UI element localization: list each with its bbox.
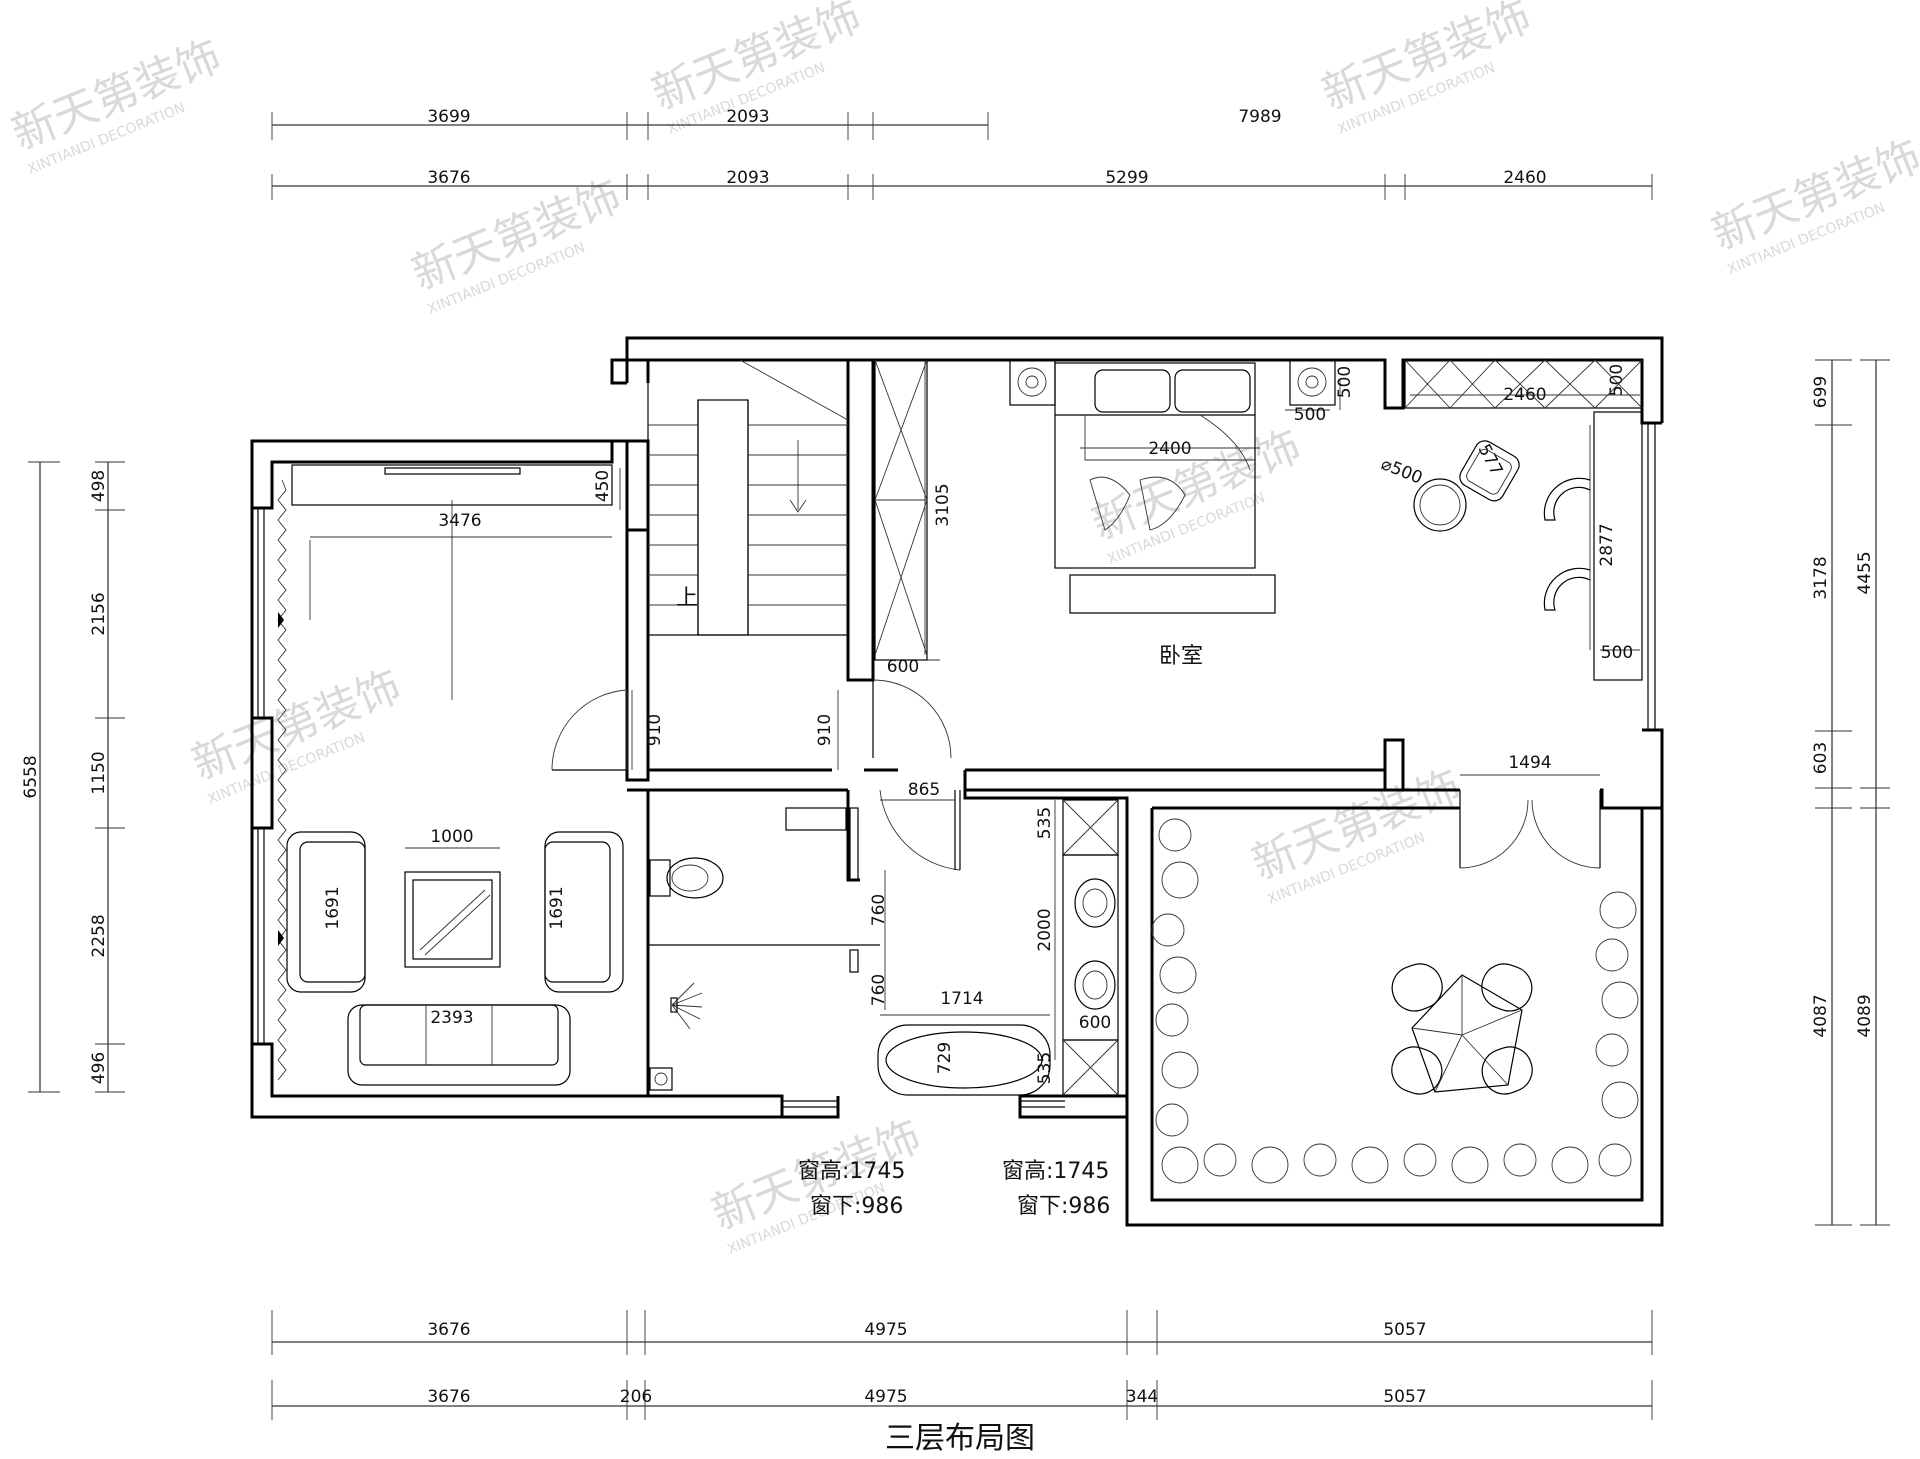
dim-label: 2093 <box>726 107 769 127</box>
dim-label: 206 <box>620 1387 652 1407</box>
wardrobe <box>874 359 928 661</box>
dim-label: 2000 <box>1035 908 1055 951</box>
dim-label: 729 <box>935 1042 955 1074</box>
top-dimensions: 3699 2093 7989 3676 2093 5299 2460 <box>271 107 1653 200</box>
dim-label: 1691 <box>547 886 567 929</box>
window-height-note: 窗高:1745 <box>798 1159 905 1184</box>
dim-label: 760 <box>869 974 889 1006</box>
dim-label: 2400 <box>1148 439 1191 459</box>
dim-label: 6558 <box>21 755 41 798</box>
dim-label: 4455 <box>1855 551 1875 594</box>
balcony-plants <box>1151 818 1639 1184</box>
dim-label: 1150 <box>89 751 109 794</box>
dim-label: 3676 <box>427 1387 470 1407</box>
dim-label: 5299 <box>1105 168 1148 188</box>
bed <box>1054 362 1276 614</box>
dim-label: 3178 <box>1811 556 1831 599</box>
dim-label: 2393 <box>430 1008 473 1028</box>
window-sill-note: 窗下:986 <box>1017 1194 1110 1219</box>
bathroom <box>648 799 1119 1096</box>
dim-label: 500 <box>1607 364 1627 396</box>
dim-label: 2258 <box>89 914 109 957</box>
dim-label: 498 <box>89 470 109 502</box>
dim-label: 496 <box>89 1052 109 1084</box>
dim-label: 3676 <box>427 168 470 188</box>
dim-label: 5057 <box>1383 1320 1426 1340</box>
window-height-note: 窗高:1745 <box>1002 1159 1109 1184</box>
nightstands <box>1009 359 1336 406</box>
patio-set <box>1391 963 1533 1095</box>
dim-label: 600 <box>887 657 919 677</box>
bottom-dimensions: 3676 4975 5057 3676 206 4975 344 5057 <box>271 1310 1653 1420</box>
wall-hooks <box>1543 477 1591 611</box>
doors <box>551 679 1601 871</box>
dim-label: 5057 <box>1383 1387 1426 1407</box>
dim-label: 2460 <box>1503 168 1546 188</box>
dim-label: 3699 <box>427 107 470 127</box>
interior-dims <box>310 360 1640 1060</box>
reading-chair <box>1413 440 1520 532</box>
dim-label: 535 <box>1035 807 1055 839</box>
stairs-up-label: 上 <box>676 586 698 611</box>
dim-label: 1714 <box>940 989 983 1009</box>
dim-label: 865 <box>908 780 940 800</box>
window-notes: 窗高:1745 窗下:986 窗高:1745 窗下:986 <box>798 1159 1110 1219</box>
dim-label: 4089 <box>1855 994 1875 1037</box>
drawing-title: 三层布局图 <box>885 1421 1035 1456</box>
dim-label: 3105 <box>933 483 953 526</box>
dim-label: 500 <box>1601 643 1633 663</box>
dim-label: 2156 <box>89 592 109 635</box>
dim-label: ⌀500 <box>1378 454 1425 489</box>
left-dimensions: 6558 498 2156 1150 2258 496 <box>21 461 125 1093</box>
dim-label: 500 <box>1294 405 1326 425</box>
dim-label: 3476 <box>438 511 481 531</box>
dim-label: 450 <box>593 470 613 502</box>
right-cabinet <box>1593 411 1643 681</box>
dim-label: 910 <box>645 714 665 746</box>
interior-dim-labels: 3476 450 910 910 3105 600 2400 500 500 2… <box>323 364 1633 1084</box>
dim-label: 344 <box>1126 1387 1158 1407</box>
bedroom-label: 卧室 <box>1159 644 1203 669</box>
dim-label: 7989 <box>1238 107 1281 127</box>
staircase <box>647 359 849 636</box>
dim-label: 699 <box>1811 376 1831 408</box>
dim-label: 500 <box>1335 366 1355 398</box>
dim-label: 2877 <box>1597 523 1617 566</box>
dim-label: 1000 <box>430 827 473 847</box>
dim-label: 1494 <box>1508 753 1551 773</box>
dim-label: 603 <box>1811 742 1831 774</box>
dim-label: 3676 <box>427 1320 470 1340</box>
dim-label: 535 <box>1035 1052 1055 1084</box>
dim-label: 4975 <box>864 1387 907 1407</box>
window-sill-note: 窗下:986 <box>810 1194 903 1219</box>
dim-label: 1691 <box>323 886 343 929</box>
dim-label: 4087 <box>1811 994 1831 1037</box>
living-window <box>257 479 287 1081</box>
top-cabinet <box>1404 359 1643 409</box>
dim-label: 910 <box>815 714 835 746</box>
dim-label: 4975 <box>864 1320 907 1340</box>
dim-label: 2093 <box>726 168 769 188</box>
bath-windows <box>782 1100 1065 1108</box>
dim-label: 577 <box>1474 441 1507 479</box>
dim-label: 760 <box>869 894 889 926</box>
bedroom-window <box>1647 423 1656 730</box>
living-sofas <box>286 831 624 1086</box>
tv-cabinet <box>291 464 613 700</box>
dim-label: 2460 <box>1503 385 1546 405</box>
right-dimensions: 699 3178 603 4087 4455 4089 <box>1811 359 1890 1226</box>
dim-label: 600 <box>1079 1013 1111 1033</box>
